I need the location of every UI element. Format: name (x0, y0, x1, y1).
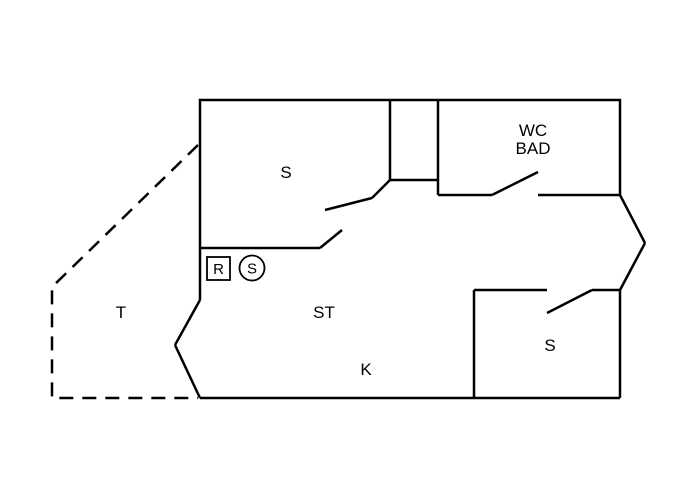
bedroom-door-leaf (324, 196, 373, 212)
room-label-living: ST (313, 303, 335, 322)
circled-symbol-letter: S (247, 261, 257, 278)
room-label-bath: BAD (516, 139, 551, 158)
boxed-symbol-letter: R (213, 261, 224, 278)
bath-door-leaf (491, 170, 539, 197)
boxed-symbol-frame (206, 256, 231, 281)
terrace-outline (50, 144, 199, 400)
right-bedroom-door-leaf (546, 288, 593, 315)
left-door-lower (173, 344, 202, 399)
left-door-upper (173, 299, 202, 346)
room-label-bedroom-right: S (544, 336, 555, 355)
right-door-upper (618, 194, 647, 244)
room-label-kitchen: K (360, 360, 372, 379)
outer-wall (198, 98, 622, 248)
bedroom-door-jamb (371, 179, 391, 199)
room-label-wc: WC (519, 121, 547, 140)
right-door-lower (618, 242, 647, 291)
circled-symbol-frame (238, 254, 266, 282)
living-door-leaf (319, 229, 343, 249)
room-label-bedroom-top: S (280, 163, 291, 182)
room-label-terrace: T (116, 303, 126, 322)
